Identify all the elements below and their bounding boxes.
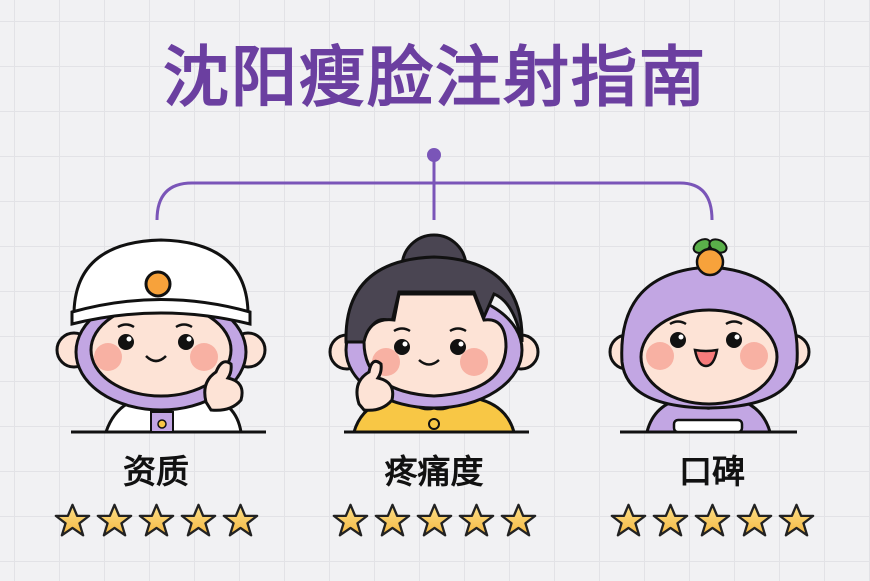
star-icon	[778, 503, 814, 537]
star-icon	[652, 503, 688, 537]
card-label: 疼痛度	[384, 452, 484, 491]
star-icon	[458, 503, 494, 537]
star-icon	[138, 503, 174, 537]
rating-stars	[314, 502, 554, 539]
star-icon	[96, 503, 132, 537]
nurse-character-icon	[55, 238, 267, 434]
star-icon	[374, 503, 410, 537]
star-icon	[416, 503, 452, 537]
page-title: 沈阳瘦脸注射指南	[163, 39, 707, 116]
fruit-hood-character-icon	[608, 238, 811, 434]
card-label: 资质	[123, 452, 189, 491]
star-icon	[222, 503, 258, 537]
star-icon	[54, 503, 90, 537]
star-icon	[610, 503, 646, 537]
connector-bracket	[155, 148, 714, 221]
rating-stars	[36, 502, 276, 539]
star-icon	[736, 503, 772, 537]
star-icon	[180, 503, 216, 537]
card-label: 口碑	[679, 452, 745, 491]
rating-stars	[592, 502, 832, 539]
star-icon	[332, 503, 368, 537]
bun-hair-character-icon	[328, 233, 540, 434]
star-icon	[694, 503, 730, 537]
star-icon	[500, 503, 536, 537]
